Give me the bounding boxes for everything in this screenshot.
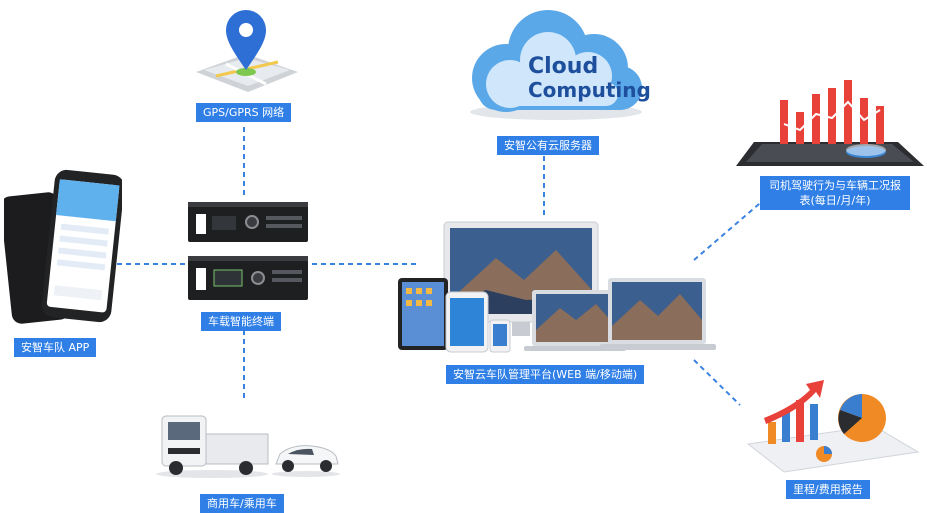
cloud-logo-word2: Computing (528, 78, 651, 102)
chart-report-icon (744, 370, 920, 474)
bar-chart-tablet-icon (734, 80, 926, 172)
connector-platform-report-bottom (693, 359, 741, 406)
smartphone-icon (0, 168, 125, 328)
app-label: 安智车队 APP (14, 338, 97, 357)
report-bottom-label: 里程/费用报告 (786, 480, 870, 499)
cloud-logo-word1: Cloud (528, 54, 599, 79)
devices-icon (396, 220, 720, 356)
cloud-label: 安智公有云服务器 (497, 136, 599, 155)
report-top-label: 司机驾驶行为与车辆工况报表(每日/月/年) (760, 176, 910, 210)
vehicles-label: 商用车/乘用车 (200, 494, 284, 513)
platform-label: 安智云车队管理平台(WEB 端/移动端) (446, 365, 645, 384)
map-pin-icon (186, 6, 306, 98)
vehicles-icon (154, 408, 344, 480)
gps-label: GPS/GPRS 网络 (196, 103, 292, 122)
connector-platform-report-top (693, 197, 767, 261)
terminal-label: 车载智能终端 (201, 312, 281, 331)
cloud-icon: Cloud Computing (448, 4, 654, 126)
vehicle-terminal-icon (186, 198, 314, 304)
